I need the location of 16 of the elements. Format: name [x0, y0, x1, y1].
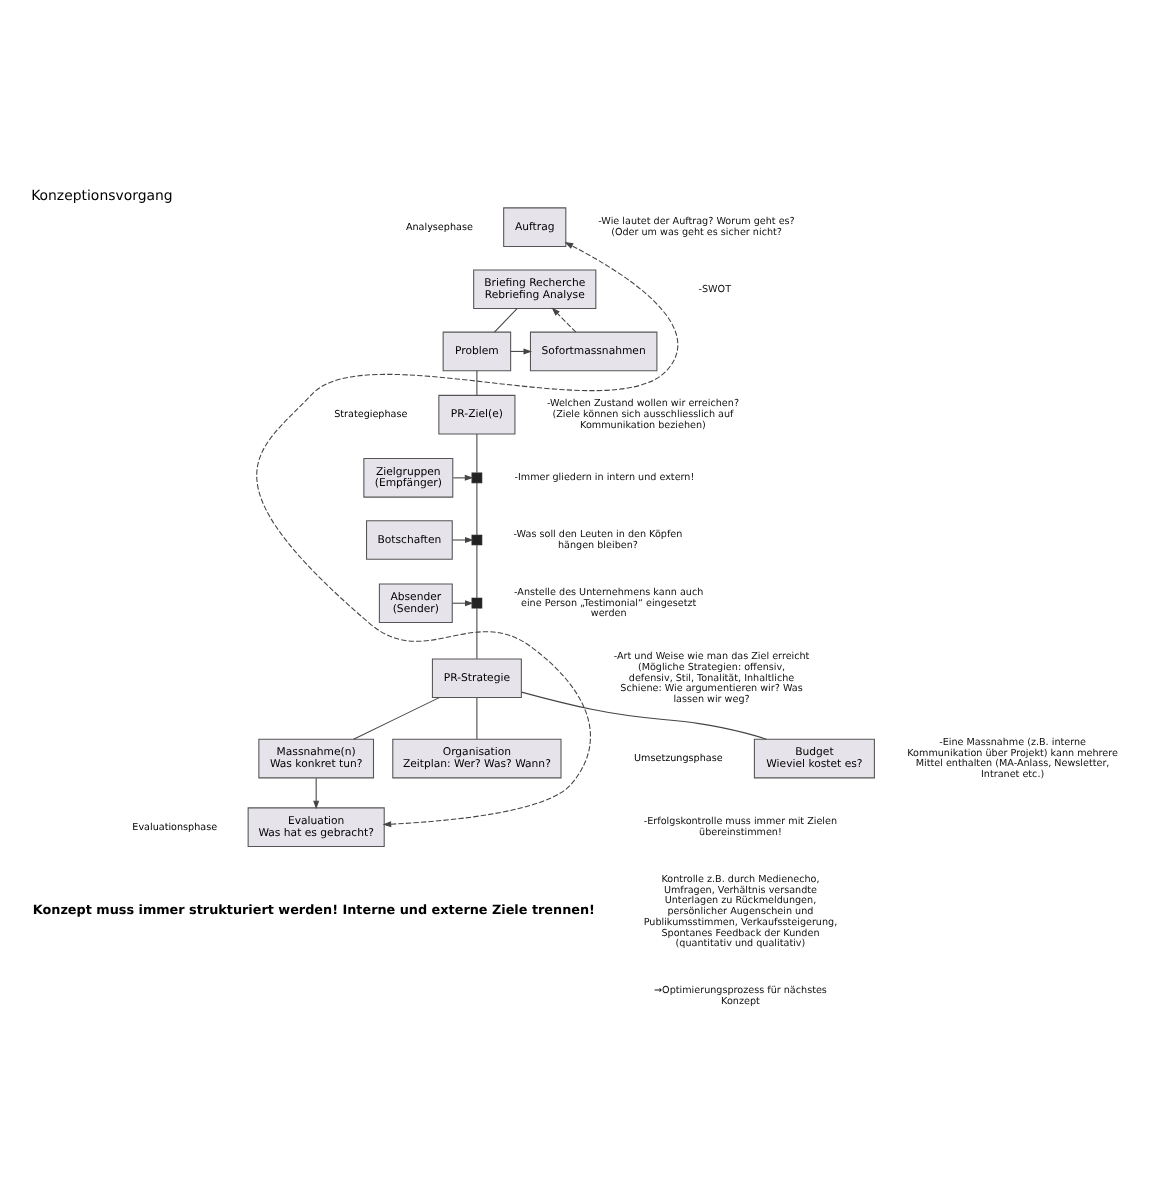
connector — [476, 544, 478, 599]
connector — [476, 370, 478, 396]
node-box — [471, 534, 483, 546]
arrow — [313, 777, 320, 810]
connector — [476, 697, 478, 740]
node-box — [471, 472, 483, 484]
connector — [476, 607, 478, 660]
connector — [493, 308, 518, 333]
connector — [353, 697, 440, 740]
connector — [521, 691, 767, 740]
node-box — [471, 597, 483, 609]
arrow — [452, 537, 474, 543]
arrow — [551, 307, 577, 333]
connector — [476, 433, 478, 474]
arrow — [452, 474, 474, 481]
connector — [476, 482, 478, 536]
